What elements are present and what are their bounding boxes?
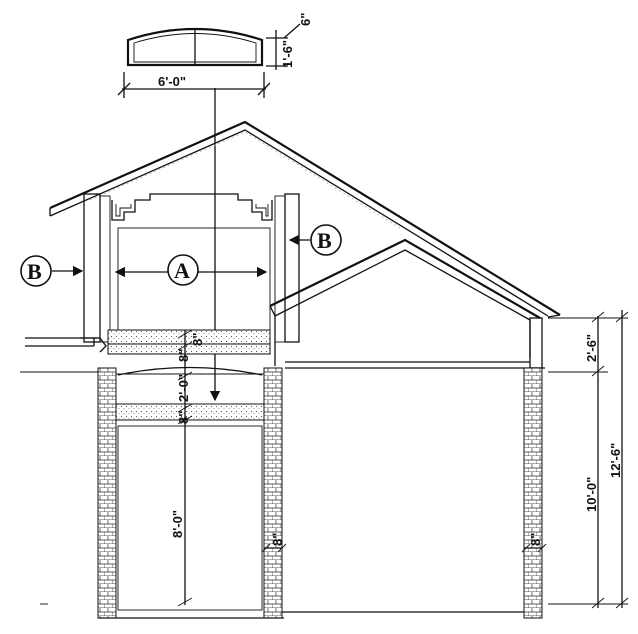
- interior-room: [117, 425, 263, 611]
- dim-right-wall: 10'-0": [584, 477, 599, 512]
- lower-walls: [97, 367, 543, 619]
- right-dimensions: 2'-6" 10'-0" 12'-6": [548, 310, 629, 609]
- callout-b-left-label: B: [27, 259, 42, 284]
- right-addition-roof: [269, 238, 545, 369]
- callout-a-label: A: [174, 258, 190, 283]
- dim-top-height: 1'-6": [280, 40, 295, 68]
- callout-a: A: [114, 254, 268, 286]
- callout-b-right: B: [288, 224, 342, 256]
- roof: [49, 120, 561, 318]
- right-brick-wall: [523, 367, 543, 619]
- dim-right-total: 12'-6": [608, 443, 623, 478]
- dim-lower-8in: 8": [176, 411, 191, 424]
- dim-header-8b: 8": [176, 349, 191, 362]
- dim-top-inset: 6": [298, 13, 313, 26]
- dim-interior-height: 8'-0": [170, 510, 185, 538]
- skylight-outline: [126, 27, 264, 67]
- dim-wall-right: 8": [528, 533, 543, 546]
- skylight-detail: 6'-0" 1'-6" 6": [117, 13, 313, 98]
- dim-middle-2ft: 2'-0": [176, 374, 191, 402]
- dim-wall-left: 8": [270, 533, 285, 546]
- left-brick-wall: [97, 367, 117, 619]
- callout-b-left: B: [20, 255, 84, 287]
- wall-thickness-dims: 8" 8": [261, 533, 547, 553]
- dim-overall-width: 6'-0": [158, 74, 186, 89]
- center-brick-wall: [263, 367, 283, 619]
- center-dimensions: 8" 8" 2'-0" 8" 8'-0": [170, 329, 205, 607]
- dim-right-parapet: 2'-6": [584, 334, 599, 362]
- callout-b-right-label: B: [317, 228, 332, 253]
- dim-header-8a: 8": [190, 333, 205, 346]
- roof-outline: [49, 120, 561, 316]
- left-eave: [20, 337, 107, 373]
